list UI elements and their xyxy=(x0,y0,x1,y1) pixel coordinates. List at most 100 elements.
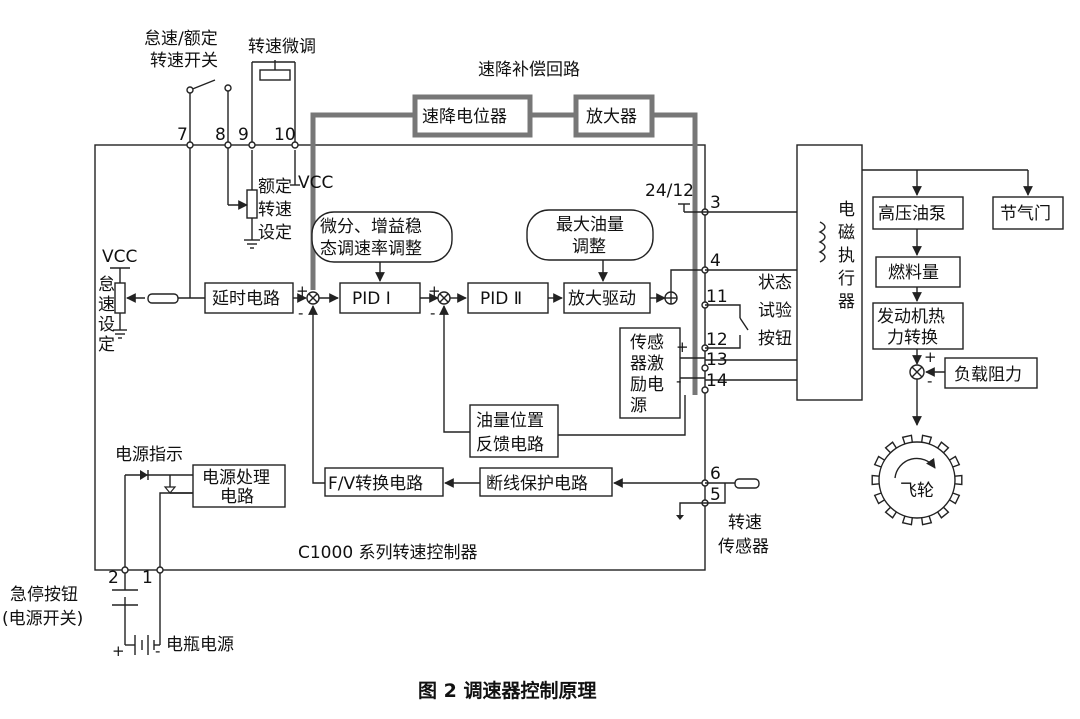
actuator-3: 执 xyxy=(838,246,855,266)
terminal-13: 13 xyxy=(706,350,728,370)
sensor-exc-4: 源 xyxy=(630,396,647,416)
sum3-minus: - xyxy=(927,372,932,390)
terminal-6: 6 xyxy=(710,464,721,484)
actuator-4: 行 xyxy=(838,269,855,289)
fuel-qty-block xyxy=(875,256,961,288)
load-block xyxy=(944,357,1038,389)
idle-setting-3: 设 xyxy=(98,315,115,335)
engine-thermo-block xyxy=(872,302,964,350)
power-proc-block xyxy=(192,464,286,508)
sum3-plus: + xyxy=(924,348,937,366)
estop-line2: (电源开关) xyxy=(2,609,83,629)
state-test-3: 按钮 xyxy=(758,329,792,349)
diff-gain-block xyxy=(311,211,453,263)
actuator-box xyxy=(796,144,863,401)
rated-setting-line2: 转速 xyxy=(258,200,292,220)
speed-drop-loop xyxy=(310,94,698,395)
max-fuel-block xyxy=(526,209,654,261)
speed-drop-pot-block xyxy=(412,94,533,138)
engine-thermo-1: 发动机热 xyxy=(877,307,945,327)
terminal-11: 11 xyxy=(706,287,728,307)
actuator-1: 电 xyxy=(838,200,855,220)
terminal-1: 1 xyxy=(142,568,153,588)
load-label: 负载阻力 xyxy=(954,365,1022,385)
flywheel-gear xyxy=(871,434,963,526)
state-test-2: 试验 xyxy=(758,301,792,321)
terminal-12: 12 xyxy=(706,330,728,350)
sensor-exc-3: 励电 xyxy=(630,375,664,395)
fv-block xyxy=(324,467,444,497)
sensor-exc-minus: - xyxy=(676,372,681,390)
sensor-exc-block xyxy=(619,327,681,419)
controller-frame xyxy=(94,144,706,571)
terminal-labels: 7 8 9 10 3 4 11 12 13 14 6 5 2 1 xyxy=(108,125,728,588)
rated-setting-line1: 额定 xyxy=(258,177,292,197)
power-indicator-label: 电源指示 xyxy=(115,445,183,465)
diff-gain-line1: 微分、增益稳 xyxy=(320,217,422,237)
diff-gain-line2: 态调速率调整 xyxy=(320,239,422,259)
fuel-feedback-2: 反馈电路 xyxy=(476,435,544,455)
terminal-14: 14 xyxy=(706,371,728,391)
speed-fine-label: 转速微调 xyxy=(248,37,316,57)
figure-caption: 图 2 调速器控制原理 xyxy=(418,679,596,702)
sum2-minus: - xyxy=(430,304,435,322)
battery-plus: + xyxy=(112,642,125,660)
fuel-feedback-block xyxy=(469,404,559,458)
terminal-10: 10 xyxy=(274,125,296,145)
terminal-3: 3 xyxy=(710,193,721,213)
terminal-2: 2 xyxy=(108,568,119,588)
idle-switch-line2: 转速开关 xyxy=(150,51,218,71)
idle-setting-2: 速 xyxy=(98,295,115,315)
fuel-qty-label: 燃料量 xyxy=(888,263,939,283)
terminal-9: 9 xyxy=(238,125,249,145)
pid2-label: PID Ⅱ xyxy=(480,289,522,309)
flywheel-label: 飞轮 xyxy=(900,481,934,501)
power-proc-1: 电源处理 xyxy=(202,468,270,488)
amp-drive-label: 放大驱动 xyxy=(568,289,636,309)
sensor-exc-1: 传感 xyxy=(630,333,664,353)
hp-pump-label: 高压油泵 xyxy=(878,204,946,224)
sensor-exc-plus: + xyxy=(676,338,689,356)
delay-label: 延时电路 xyxy=(212,289,280,309)
speed-sensor-2: 传感器 xyxy=(718,537,769,557)
feedback-paths xyxy=(308,305,705,497)
loop-title: 速降补偿回路 xyxy=(478,60,580,80)
fv-label: F/V转换电路 xyxy=(328,474,423,494)
labels: 速降补偿回路 速降电位器 放大器 怠速/额定 转速开关 转速微调 额定 转速 设… xyxy=(2,29,1051,702)
amp-drive-block xyxy=(563,282,651,314)
terminal-7: 7 xyxy=(177,125,188,145)
state-test-1: 状态 xyxy=(758,273,792,293)
terminal-4: 4 xyxy=(710,251,721,271)
battery-label: 电瓶电源 xyxy=(166,635,234,655)
sensor-exc-2: 器激 xyxy=(630,354,664,374)
idle-switch-line1: 怠速/额定 xyxy=(144,29,218,49)
max-fuel-line2: 调整 xyxy=(572,237,606,257)
idle-setting-1: 怠 xyxy=(98,275,115,295)
speed-drop-pot-label: 速降电位器 xyxy=(422,107,507,127)
amplifier-block xyxy=(573,94,655,138)
actuator-2: 磁 xyxy=(838,223,855,243)
controller-name: C1000 系列转速控制器 xyxy=(298,543,478,563)
signal-path xyxy=(204,209,705,314)
idle-setting-4: 定 xyxy=(98,335,115,355)
rated-setting-line3: 设定 xyxy=(258,223,292,243)
break-protect-block xyxy=(479,467,613,497)
vcc-a-label: VCC xyxy=(298,173,333,193)
hp-pump-block xyxy=(872,196,964,230)
sum2-plus: + xyxy=(428,282,441,300)
throttle-label: 节气门 xyxy=(1000,204,1051,224)
speed-sensor-1: 转速 xyxy=(728,513,762,533)
estop-line1: 急停按钮 xyxy=(10,585,78,605)
engine-section xyxy=(796,144,1064,526)
terminal-8: 8 xyxy=(215,125,226,145)
supply-label: 24/12 xyxy=(645,181,694,201)
throttle-block xyxy=(992,196,1064,230)
battery-minus: - xyxy=(155,642,160,660)
top-inputs xyxy=(186,60,300,290)
actuator-5: 器 xyxy=(838,292,855,312)
idle-setting-pot xyxy=(110,267,205,339)
sum1-plus: + xyxy=(296,282,309,300)
engine-thermo-2: 力转换 xyxy=(887,328,938,348)
vcc-b-label: VCC xyxy=(102,247,137,267)
